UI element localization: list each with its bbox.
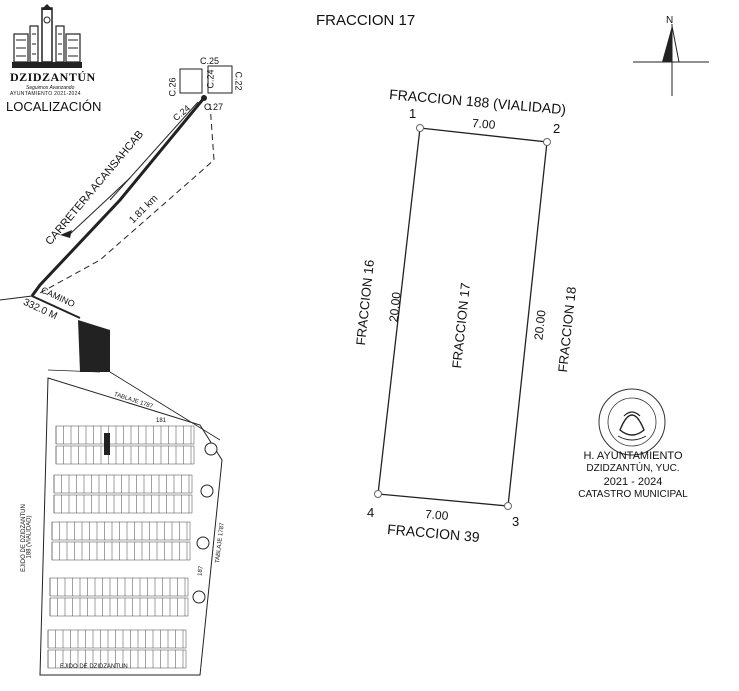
block-row [55, 425, 195, 445]
location-label: LOCALIZACIÓN [6, 99, 102, 114]
seal-line-4: CATASTRO MUNICIPAL [578, 489, 688, 500]
logo-motto: Seguimos Avanzando [26, 85, 75, 91]
street-label-c24-top: C.24 [205, 69, 216, 89]
vialidad-label: 188 (VIALIDAD) [26, 515, 33, 559]
ejido-bottom-label: EJIDO DE DZIDZANTUN [60, 664, 128, 670]
logo-council: AYUNTAMIENTO 2021-2024 [10, 91, 81, 97]
block-row [51, 521, 191, 541]
block-row [47, 629, 187, 649]
seal-line-2: DZIDZANTÚN, YUC. [586, 463, 680, 474]
lot-187-label: 187 [197, 565, 205, 577]
page-title: FRACCION 17 [316, 12, 416, 29]
block-row [53, 494, 193, 514]
street-label-c27: C.27 [204, 102, 224, 112]
municipal-seal-icon [598, 388, 666, 456]
street-label-c26: C.26 [167, 77, 178, 97]
town-logo-icon [12, 4, 82, 68]
vertex-2-label: 2 [553, 121, 561, 136]
north-arrow-icon [633, 24, 709, 96]
vertex-4-label: 4 [367, 505, 375, 520]
logo-name: DZIDZANTÚN [10, 70, 96, 84]
lot-181-label: 181 [156, 418, 167, 424]
block-row [53, 474, 193, 494]
seal-line-1: H. AYUNTAMIENTO [583, 450, 683, 462]
vertex-3-label: 3 [512, 514, 520, 529]
block-row [51, 541, 191, 561]
block-row [49, 577, 189, 597]
street-label-c25: C.25 [200, 56, 220, 66]
street-label-c22: C.22 [233, 71, 244, 91]
block-row [55, 445, 195, 465]
vertex-1-label: 1 [409, 106, 417, 121]
seal-line-3: 2021 - 2024 [603, 476, 663, 488]
block-row [49, 597, 189, 617]
north-label: N [666, 15, 674, 26]
